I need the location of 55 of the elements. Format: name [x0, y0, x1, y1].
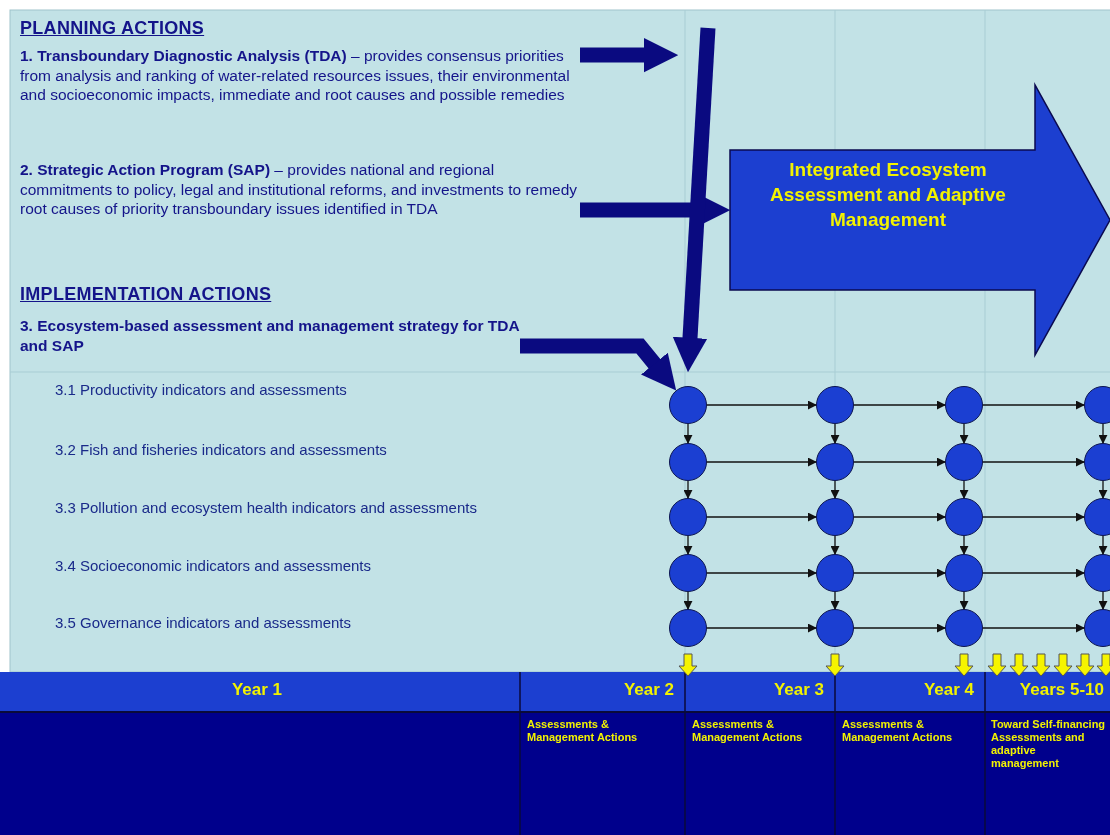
arrow	[982, 623, 1085, 633]
cell-text: Toward Self-financing Assessments and adaptive management	[991, 718, 1106, 770]
arrow	[959, 480, 969, 499]
arrow	[959, 535, 969, 555]
arrow	[706, 457, 817, 467]
block-arrow	[520, 338, 677, 391]
arrow	[706, 512, 817, 522]
year-label: Year 3	[772, 680, 825, 700]
arrow	[830, 423, 840, 444]
arrow	[830, 480, 840, 499]
arrow	[982, 400, 1085, 410]
indicator-label: 3.4 Socioeconomic indicators and assessments	[55, 557, 371, 574]
block-arrow	[580, 37, 679, 73]
arrow	[830, 591, 840, 610]
arrow	[683, 423, 693, 444]
year-label: Years 5-10	[1018, 680, 1105, 700]
arrow	[982, 512, 1085, 522]
arrow	[982, 457, 1085, 467]
indicator-label: 3.5 Governance indicators and assessments	[55, 614, 351, 631]
arrow	[706, 400, 817, 410]
arrow	[706, 568, 817, 578]
block-arrow-shape	[730, 85, 1110, 355]
arrow	[1098, 480, 1108, 499]
arrow	[683, 535, 693, 555]
arrow	[683, 591, 693, 610]
arrow	[853, 623, 946, 633]
arrow	[1098, 423, 1108, 444]
arrow	[982, 568, 1085, 578]
arrow	[959, 423, 969, 444]
arrow	[853, 512, 946, 522]
arrow	[683, 480, 693, 499]
arrow	[853, 457, 946, 467]
indicator-label: 3.3 Pollution and ecosystem health indicators and assessments	[55, 499, 477, 516]
arrow	[706, 623, 817, 633]
arrow	[853, 400, 946, 410]
arrow	[830, 535, 840, 555]
indicator-label: 3.1 Productivity indicators and assessments	[55, 381, 347, 398]
cell-text: Assessments & Management Actions	[842, 718, 954, 744]
block-arrow	[672, 27, 716, 373]
year-label: Year 1	[230, 680, 284, 700]
paragraph-text: 1. Transboundary Diagnostic Analysis (TDA) – provides consensus priorities from analysis and ranking of water-related resources issues, their environmental and socioeconomic impacts, immediate and root causes and possible remedies	[20, 46, 580, 105]
arrow	[853, 568, 946, 578]
arrow-text: Integrated Ecosystem Assessment and Adaptive Management	[769, 158, 1007, 232]
cell-text: Assessments & Management Actions	[527, 718, 639, 744]
paragraph-text: 2. Strategic Action Program (SAP) – provides national and regional commitments to policy, legal and institutional reforms, and investments to remedy root causes of priority transboundary issues identified in TDA	[20, 160, 580, 219]
arrow	[1098, 591, 1108, 610]
indicator-label: 3.2 Fish and fisheries indicators and assessments	[55, 441, 387, 458]
section-heading: IMPLEMENTATION ACTIONS	[20, 284, 272, 305]
section-heading: PLANNING ACTIONS	[20, 18, 205, 39]
cell-text: Assessments & Management Actions	[692, 718, 804, 744]
arrow	[1098, 535, 1108, 555]
year-label: Year 4	[922, 680, 975, 700]
strategy-text: 3. Ecosystem-based assessment and management strategy for TDA and SAP	[20, 316, 520, 355]
year-label: Year 2	[622, 680, 675, 700]
arrow	[959, 591, 969, 610]
